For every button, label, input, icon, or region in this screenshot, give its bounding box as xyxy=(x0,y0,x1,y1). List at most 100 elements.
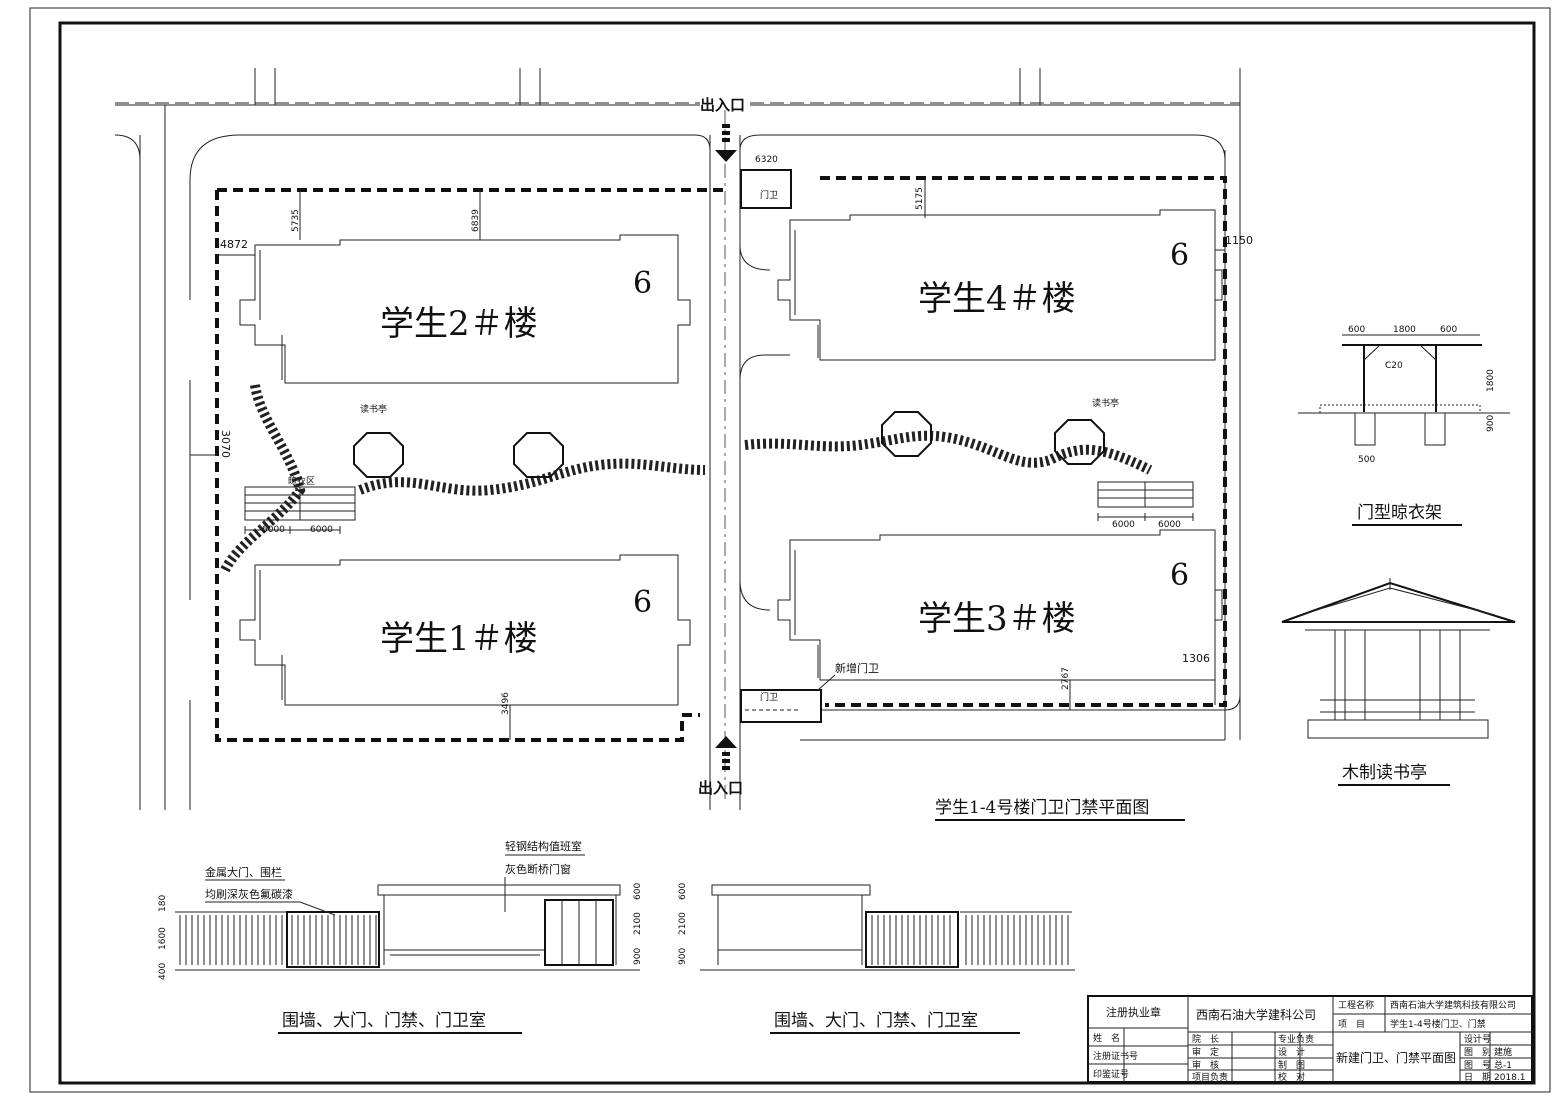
entrance-top-label: 出入口 xyxy=(700,96,745,114)
dim-3070: 3070 xyxy=(219,430,232,458)
building-3-floors: 6 xyxy=(1170,558,1189,593)
elev-note-4: 灰色断桥门窗 xyxy=(505,862,571,876)
entrance-bottom: 出入口 xyxy=(698,736,743,797)
rack-height: 1800 xyxy=(1486,369,1496,392)
dim-6000-b: 6000 xyxy=(310,525,333,535)
elev-note-1: 金属大门、围栏 xyxy=(205,865,282,879)
elev-dim-900: 900 xyxy=(633,948,643,965)
elev-note-3: 轻钢结构值班室 xyxy=(505,839,582,853)
rack-base: 900 xyxy=(1486,415,1496,432)
item-value: 学生1-4号楼门卫、门禁 xyxy=(1390,1018,1486,1030)
building-1-floors: 6 xyxy=(633,585,652,620)
rack-title: 门型晾衣架 xyxy=(1357,503,1442,523)
elev-note-2: 均刷深灰色氟碳漆 xyxy=(205,887,293,901)
dim-1306: 1306 xyxy=(1182,652,1210,665)
company-name: 西南石油大学建科公司 xyxy=(1196,1007,1316,1022)
elev-r-dim-900: 900 xyxy=(678,948,688,965)
building-2-floors: 6 xyxy=(633,266,652,301)
dim-4872: 4872 xyxy=(220,238,248,251)
building-3-label: 学生3＃楼 xyxy=(918,599,1076,639)
building-1: 学生1＃楼 6 xyxy=(239,554,691,706)
row-label-0: 姓 名 xyxy=(1093,1032,1120,1044)
elev-dim-1600: 1600 xyxy=(158,927,168,950)
item-label: 项 目 xyxy=(1338,1019,1365,1030)
elev-r-dim-600: 600 xyxy=(678,883,688,900)
elevation-right-title: 围墙、大门、门禁、门卫室 xyxy=(774,1011,978,1031)
rack-dim-600b: 600 xyxy=(1440,325,1457,335)
elevation-right: 600 2100 900 围墙、大门、门禁、门卫室 xyxy=(678,883,1075,1034)
elev-dim-400: 400 xyxy=(158,963,168,980)
enclosure-left xyxy=(215,188,725,742)
drawing-name: 新建门卫、门禁平面图 xyxy=(1336,1050,1456,1065)
row-label-2: 印鉴证号 xyxy=(1093,1068,1129,1080)
pavilion-group: 读书亭 读书亭 xyxy=(353,397,1119,478)
dim-5735: 5735 xyxy=(291,209,301,232)
guard-house-bottom: 门卫 新增门卫 xyxy=(740,661,879,723)
sign-row2-1: 设 计 xyxy=(1278,1046,1305,1058)
right-val-3: 2018.1 xyxy=(1494,1073,1526,1083)
dim-6000-d: 6000 xyxy=(1158,520,1181,530)
project-value: 西南石油大学建筑科技有限公司 xyxy=(1390,999,1516,1011)
entrance-bottom-label: 出入口 xyxy=(698,779,743,797)
building-4-label: 学生4＃楼 xyxy=(918,279,1076,319)
rack-dim-600a: 600 xyxy=(1348,325,1365,335)
sign-row-2: 审 核 xyxy=(1192,1059,1219,1071)
guard-bottom-label: 门卫 xyxy=(760,691,778,703)
stamp-label: 注册执业章 xyxy=(1106,1005,1161,1019)
elev-r-dim-2100: 2100 xyxy=(678,912,688,935)
building-2-label: 学生2＃楼 xyxy=(380,304,538,344)
right-val-1: 建施 xyxy=(1494,1046,1512,1058)
dim-6839: 6839 xyxy=(471,209,481,232)
sign-row2-0: 专业负责 xyxy=(1278,1033,1314,1045)
dim-3496: 3496 xyxy=(501,692,511,715)
plan-title: 学生1-4号楼门卫门禁平面图 xyxy=(935,798,1149,818)
elev-dim-600: 600 xyxy=(633,883,643,900)
rack-dim-1800: 1800 xyxy=(1393,325,1416,335)
dim-6000-a: 6000 xyxy=(262,525,285,535)
sign-row-0: 院 长 xyxy=(1192,1033,1219,1045)
sign-row2-2: 制 图 xyxy=(1278,1059,1305,1071)
pavilion-detail: 木制读书亭 xyxy=(1281,578,1516,786)
right-val-2: 总-1 xyxy=(1494,1059,1512,1071)
drying-rack-left: 晾衣区 6000 6000 xyxy=(244,475,356,535)
building-1-label: 学生1＃楼 xyxy=(380,619,538,659)
right-row-3: 日 期 xyxy=(1464,1072,1491,1083)
dim-6000-c: 6000 xyxy=(1112,520,1135,530)
elevation-left-title: 围墙、大门、门禁、门卫室 xyxy=(282,1011,486,1031)
sign-row2-3: 校 对 xyxy=(1278,1071,1305,1083)
drying-area-label: 晾衣区 xyxy=(288,475,315,487)
sign-row-1: 审 定 xyxy=(1192,1046,1219,1058)
dim-6320: 6320 xyxy=(755,155,778,165)
drying-rack-detail: 600 1800 600 C20 1800 900 500 门型晾衣架 xyxy=(1298,325,1510,526)
building-2: 学生2＃楼 6 xyxy=(239,234,691,384)
rack-note: C20 xyxy=(1385,361,1403,371)
guard-top-label: 门卫 xyxy=(760,189,778,201)
building-4: 学生4＃楼 6 xyxy=(777,209,1223,361)
dim-2767: 2767 xyxy=(1061,667,1071,690)
dim-1150: 1150 xyxy=(1225,234,1253,247)
elevation-left: 180 1600 400 600 2100 900 金属大门、围栏 均刷深灰色氟… xyxy=(158,839,643,1034)
pavilion-label-right: 读书亭 xyxy=(1092,397,1119,409)
garden-path-right xyxy=(744,430,1153,475)
right-row-1: 图 别 xyxy=(1464,1047,1491,1058)
building-4-floors: 6 xyxy=(1170,238,1189,273)
pavilion-title: 木制读书亭 xyxy=(1342,763,1427,783)
pavilion-label: 读书亭 xyxy=(360,403,387,415)
drying-rack-right: 6000 6000 xyxy=(1097,481,1194,530)
rack-foot: 500 xyxy=(1358,455,1375,465)
right-row-0: 设计号 xyxy=(1464,1033,1491,1045)
dim-5175: 5175 xyxy=(915,187,925,210)
elev-dim-2100: 2100 xyxy=(633,912,643,935)
dimension-annotations: 5735 6839 4872 3070 5175 1150 3496 2767 … xyxy=(190,178,1253,740)
guard-house-top: 门卫 6320 xyxy=(740,155,792,209)
new-guard-label: 新增门卫 xyxy=(835,661,879,675)
project-label: 工程名称 xyxy=(1338,999,1374,1011)
sheet-inner-border xyxy=(58,21,1536,1085)
building-3: 学生3＃楼 6 xyxy=(777,529,1223,681)
row-label-1: 注册证书号 xyxy=(1093,1050,1138,1062)
entrance-top: 出入口 xyxy=(700,96,745,162)
road-network xyxy=(114,68,1241,810)
title-block: 注册执业章 西南石油大学建科公司 工程名称 西南石油大学建筑科技有限公司 项 目… xyxy=(1087,995,1533,1083)
